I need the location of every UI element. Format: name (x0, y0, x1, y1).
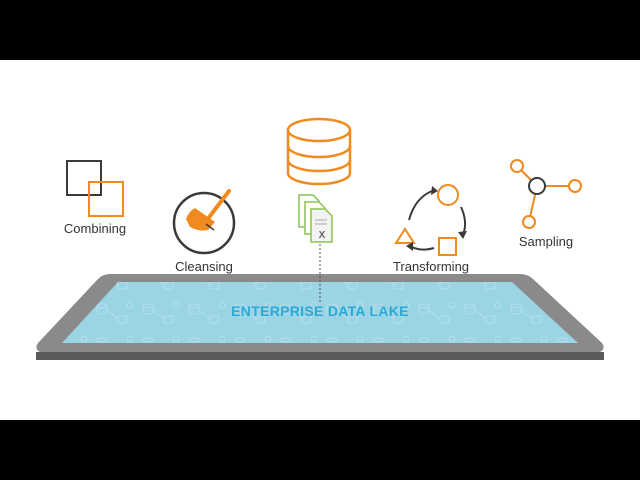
database-cylinder-icon (286, 117, 352, 186)
overlapping-squares-icon (66, 160, 124, 217)
database-step: X (286, 117, 352, 303)
data-lake-diagram: ENTERPRISE DATA LAKE Combining Cleansi (36, 117, 604, 360)
tablet-platform: ENTERPRISE DATA LAKE (36, 274, 604, 360)
letterbox-bottom (0, 420, 640, 480)
sampling-label: Sampling (519, 234, 573, 249)
combining-label: Combining (64, 221, 126, 236)
sampling-step: Sampling (510, 159, 582, 249)
letterbox-top (0, 0, 640, 60)
lake-title: ENTERPRISE DATA LAKE (231, 303, 409, 319)
combining-step: Combining (64, 160, 126, 236)
network-nodes-icon (510, 159, 582, 229)
diagram-canvas: ENTERPRISE DATA LAKE Combining Cleansi (0, 60, 640, 420)
transform-cycle-icon (394, 184, 467, 256)
document-stack-icon: X (298, 194, 333, 243)
document-badge-letter: X (319, 230, 326, 241)
transforming-step: Transforming (393, 184, 469, 274)
transforming-label: Transforming (393, 259, 469, 274)
broom-clock-icon (172, 189, 236, 255)
cleansing-label: Cleansing (175, 259, 233, 274)
cleansing-step: Cleansing (172, 189, 236, 274)
